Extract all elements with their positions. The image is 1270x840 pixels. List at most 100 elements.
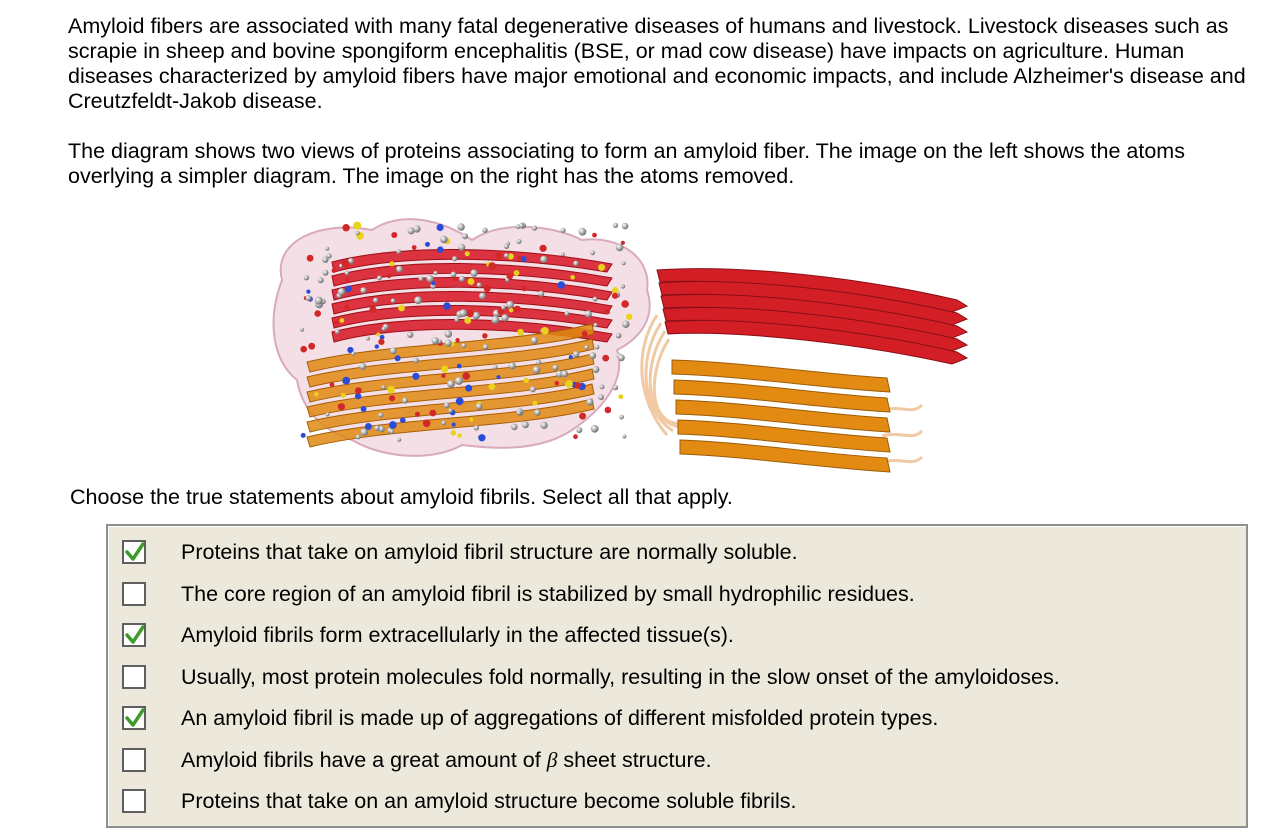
atom	[552, 364, 559, 371]
atom	[621, 261, 626, 266]
atom	[507, 253, 514, 260]
atom	[554, 381, 560, 386]
option-1[interactable]: Proteins that take on amyloid fibril str…	[122, 532, 1236, 572]
option-1-checkbox[interactable]	[122, 540, 146, 564]
atom	[516, 239, 522, 244]
atom	[613, 385, 619, 391]
atom	[429, 409, 437, 417]
option-6-checkbox[interactable]	[122, 748, 146, 772]
atom	[470, 269, 478, 277]
atom	[451, 422, 456, 427]
atom	[441, 365, 449, 373]
atom	[573, 260, 579, 267]
atom	[455, 338, 460, 343]
option-2-checkbox[interactable]	[122, 582, 146, 606]
check-icon	[125, 542, 145, 561]
atom	[389, 395, 396, 402]
orange-strand	[675, 399, 891, 433]
atom	[322, 269, 329, 276]
atom	[337, 403, 345, 411]
atom	[389, 421, 397, 429]
atom	[560, 252, 565, 257]
option-7-checkbox[interactable]	[122, 789, 146, 813]
atom	[450, 430, 457, 436]
atom	[482, 344, 489, 350]
atom	[341, 260, 350, 268]
atom	[378, 412, 384, 418]
amyloid-fiber-figure	[272, 218, 969, 473]
atom	[354, 392, 362, 400]
atom	[626, 313, 633, 320]
ribbon-model-view	[640, 268, 969, 473]
atom	[389, 429, 395, 434]
atom	[501, 305, 506, 310]
atom	[501, 314, 509, 322]
atom	[381, 326, 386, 331]
atom	[433, 270, 438, 276]
option-6[interactable]: Amyloid fibrils have a great amount of β…	[122, 740, 1236, 780]
atom	[300, 432, 306, 438]
atom	[306, 254, 314, 262]
atom	[459, 309, 468, 317]
atom	[540, 255, 548, 263]
atom	[379, 334, 385, 340]
answer-options-box: Proteins that take on amyloid fibril str…	[106, 524, 1248, 828]
atom	[476, 282, 482, 288]
atom	[503, 243, 510, 249]
atom	[305, 295, 312, 302]
atom	[322, 256, 329, 263]
atom	[414, 296, 422, 305]
atom	[520, 256, 527, 262]
atom	[532, 366, 541, 374]
atom	[376, 332, 381, 337]
option-3-checkbox[interactable]	[122, 623, 146, 647]
option-2[interactable]: The core region of an amyloid fibril is …	[122, 574, 1236, 614]
atom	[612, 222, 619, 228]
atom	[594, 344, 600, 350]
atom	[355, 434, 361, 440]
orange-sheet	[306, 338, 595, 388]
option-5-label: An amyloid fibril is made up of aggregat…	[181, 706, 939, 730]
atom	[611, 292, 619, 299]
atom	[450, 271, 457, 278]
option-5[interactable]: An amyloid fibril is made up of aggregat…	[122, 698, 1236, 738]
option-5-checkbox[interactable]	[122, 706, 146, 730]
atom	[300, 327, 304, 332]
atom	[413, 357, 419, 364]
atom	[604, 406, 612, 414]
atom	[475, 403, 483, 410]
atom	[521, 285, 528, 292]
atom	[472, 311, 481, 320]
atom	[586, 398, 594, 406]
atom	[334, 320, 339, 325]
atom	[555, 370, 563, 378]
atom	[622, 434, 627, 439]
atom	[615, 332, 622, 339]
atom	[441, 420, 447, 426]
orange-sheet	[306, 368, 595, 418]
orange-ribbon-strands	[671, 359, 891, 473]
option-4-checkbox[interactable]	[122, 665, 146, 689]
atom	[584, 310, 592, 318]
atom	[448, 408, 453, 413]
atom	[387, 385, 396, 394]
red-ribbon-strands	[656, 268, 969, 365]
atom	[560, 227, 566, 233]
orange-sheet	[306, 383, 595, 433]
atom	[389, 261, 395, 267]
atom	[462, 233, 468, 240]
atom	[398, 304, 405, 312]
option-4-label: Usually, most protein molecules fold nor…	[181, 665, 1060, 689]
option-7[interactable]: Proteins that take on an amyloid structu…	[122, 781, 1236, 821]
option-6-text-before: Amyloid fibrils have a great amount of	[181, 748, 547, 772]
option-4[interactable]: Usually, most protein molecules fold nor…	[122, 657, 1236, 697]
atom	[469, 417, 474, 422]
option-3[interactable]: Amyloid fibrils form extracellularly in …	[122, 615, 1236, 655]
atom	[482, 227, 488, 233]
atom	[456, 363, 462, 369]
atom	[360, 287, 367, 294]
orange-sheet	[306, 323, 595, 373]
beta-symbol: β	[546, 748, 558, 772]
atom	[511, 423, 518, 431]
atom	[479, 292, 486, 300]
